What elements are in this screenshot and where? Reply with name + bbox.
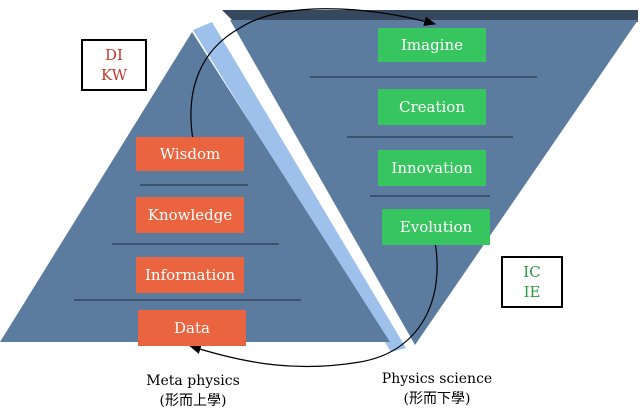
level-innovation: Innovation — [378, 150, 486, 186]
legend-dikw: DI KW — [81, 39, 147, 91]
caption-physics-science-title: Physics science — [381, 371, 493, 387]
pyramid-separator-band — [193, 22, 406, 352]
level-imagine: Imagine — [378, 28, 486, 62]
caption-physics-science: Physics science (形而下學) — [362, 369, 512, 409]
legend-icie-line-1: IC — [523, 263, 541, 281]
caption-physics-science-chinese: (形而下學) — [403, 391, 471, 407]
caption-meta-physics-title: Meta physics — [146, 373, 240, 389]
level-creation: Creation — [378, 89, 486, 125]
legend-icie: IC IE — [501, 256, 563, 308]
arrow-evolution-to-data — [188, 241, 438, 368]
level-wisdom: Wisdom — [136, 137, 244, 171]
caption-meta-physics: Meta physics (形而上學) — [118, 371, 268, 411]
level-evolution: Evolution — [382, 209, 490, 245]
level-information: Information — [136, 257, 244, 293]
left-pyramid — [0, 32, 390, 342]
legend-dikw-line-1: DI — [105, 46, 123, 64]
level-knowledge: Knowledge — [136, 197, 244, 233]
legend-icie-line-2: IE — [523, 283, 541, 301]
legend-dikw-line-2: KW — [100, 66, 128, 84]
arrow-wisdom-to-imagine — [190, 8, 437, 141]
right-pyramid-top-edge — [222, 10, 638, 22]
caption-meta-physics-chinese: (形而上學) — [159, 393, 227, 409]
level-data: Data — [138, 310, 246, 346]
